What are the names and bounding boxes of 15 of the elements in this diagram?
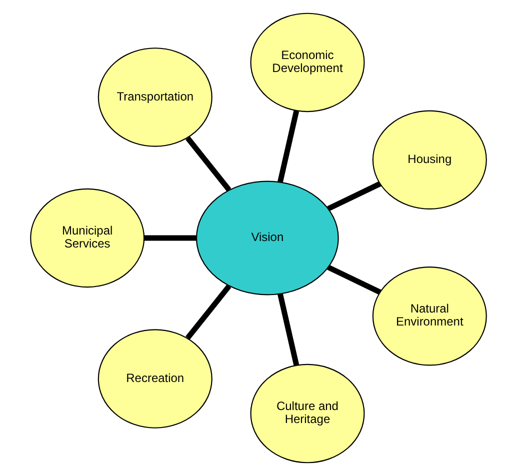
node-ellipse: Municipal Services [30,188,145,288]
node-ellipse: Recreation [98,328,212,428]
connector [186,136,232,192]
node-ellipse: Economic Development [250,12,365,112]
node-ellipse: Natural Environment [372,266,487,366]
node-ellipse: Culture and Heritage [250,363,365,463]
connector [278,110,300,182]
connector [186,284,232,340]
connector [144,234,196,240]
node-ellipse: Transportation [98,47,212,146]
node-ellipse: Housing [372,110,487,209]
connector [327,180,382,211]
node-ellipse: Vision [196,180,339,295]
connector [327,264,382,294]
connector [278,292,300,366]
